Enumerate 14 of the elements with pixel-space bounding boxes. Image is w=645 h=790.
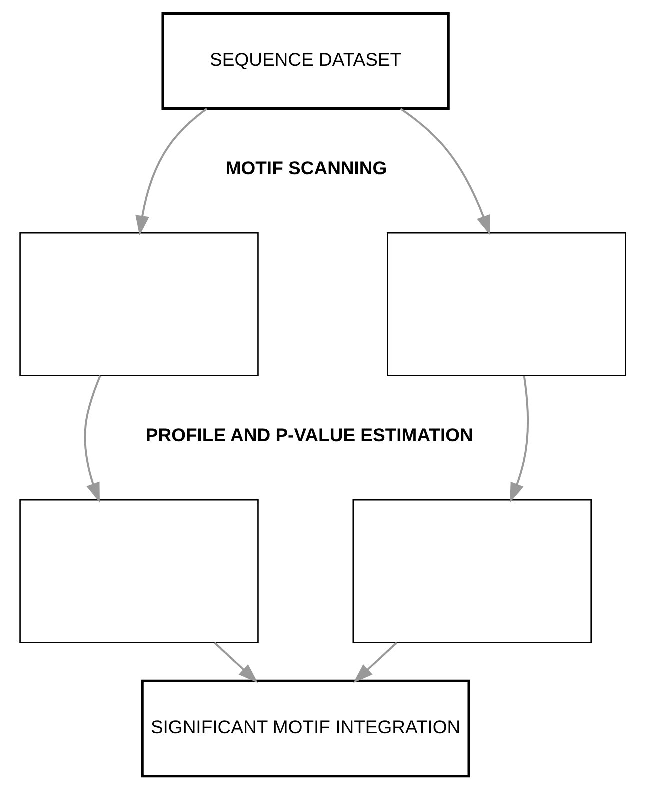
arrow: [510, 376, 529, 503]
arrow: [135, 108, 208, 236]
node-box: [19, 232, 258, 376]
node-box: [352, 499, 592, 644]
arrow: [214, 642, 258, 684]
node-box: SEQUENCE DATASET: [161, 12, 450, 110]
node-box: SIGNIFICANT MOTIF INTEGRATION: [140, 680, 470, 778]
arrow: [400, 108, 490, 236]
label: PROFILE AND P-VALUE ESTIMATION: [145, 424, 473, 446]
arrow: [353, 642, 398, 684]
node-box: [19, 499, 258, 644]
label: MOTIF SCANNING: [225, 158, 387, 179]
arrow: [84, 375, 101, 503]
node-box: [386, 232, 626, 376]
